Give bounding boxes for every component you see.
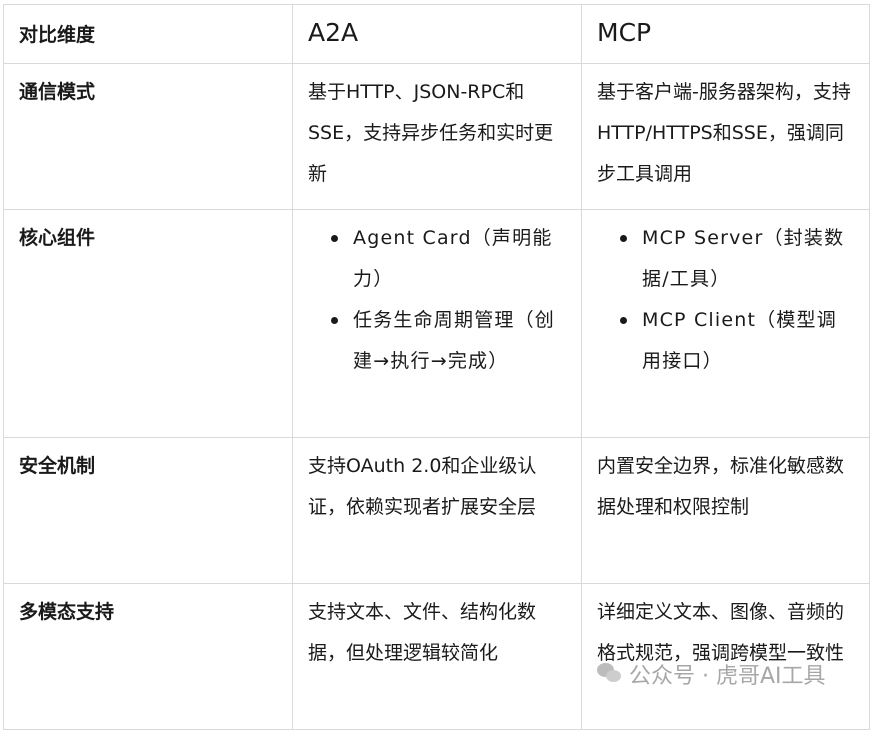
list-item: 任务生命周期管理（创建→执行→完成） xyxy=(331,300,566,382)
list-item: MCP Server（封装数据/工具） xyxy=(620,218,854,300)
a2a-cell: Agent Card（声明能力） 任务生命周期管理（创建→执行→完成） xyxy=(292,209,582,438)
a2a-cell: 支持文本、文件、结构化数据，但处理逻辑较简化 xyxy=(292,583,582,730)
table-header-row: 对比维度 A2A MCP xyxy=(3,4,870,64)
table-row: 通信模式 基于HTTP、JSON-RPC和SSE，支持异步任务和实时更新 基于客… xyxy=(3,63,870,210)
mcp-cell: 详细定义文本、图像、音频的格式规范，强调跨模型一致性 xyxy=(581,583,870,730)
table-row: 多模态支持 支持文本、文件、结构化数据，但处理逻辑较简化 详细定义文本、图像、音… xyxy=(3,583,870,730)
header-mcp: MCP xyxy=(581,4,870,64)
comparison-table: 对比维度 A2A MCP 通信模式 基于HTTP、JSON-RPC和SSE，支持… xyxy=(3,4,870,730)
a2a-cell: 基于HTTP、JSON-RPC和SSE，支持异步任务和实时更新 xyxy=(292,63,582,210)
watermark-text: 公众号 · 虎哥AI工具 xyxy=(629,664,826,689)
list-item: MCP Client（模型调用接口） xyxy=(620,300,854,382)
a2a-component-list: Agent Card（声明能力） 任务生命周期管理（创建→执行→完成） xyxy=(308,218,566,382)
a2a-cell: 支持OAuth 2.0和企业级认证，依赖实现者扩展安全层 xyxy=(292,437,582,584)
mcp-component-list: MCP Server（封装数据/工具） MCP Client（模型调用接口） xyxy=(597,218,854,382)
header-a2a: A2A xyxy=(292,4,582,64)
table-row: 安全机制 支持OAuth 2.0和企业级认证，依赖实现者扩展安全层 内置安全边界… xyxy=(3,437,870,584)
mcp-cell: 内置安全边界，标准化敏感数据处理和权限控制 xyxy=(581,437,870,584)
row-dimension: 核心组件 xyxy=(3,209,293,438)
list-item: Agent Card（声明能力） xyxy=(331,218,566,300)
table-row: 核心组件 Agent Card（声明能力） 任务生命周期管理（创建→执行→完成）… xyxy=(3,209,870,438)
mcp-cell: MCP Server（封装数据/工具） MCP Client（模型调用接口） xyxy=(581,209,870,438)
header-dimension: 对比维度 xyxy=(3,4,293,64)
watermark: 公众号 · 虎哥AI工具 xyxy=(597,659,826,689)
wechat-icon xyxy=(597,663,623,685)
mcp-cell: 基于客户端-服务器架构，支持HTTP/HTTPS和SSE，强调同步工具调用 xyxy=(581,63,870,210)
row-dimension: 多模态支持 xyxy=(3,583,293,730)
row-dimension: 安全机制 xyxy=(3,437,293,584)
row-dimension: 通信模式 xyxy=(3,63,293,210)
